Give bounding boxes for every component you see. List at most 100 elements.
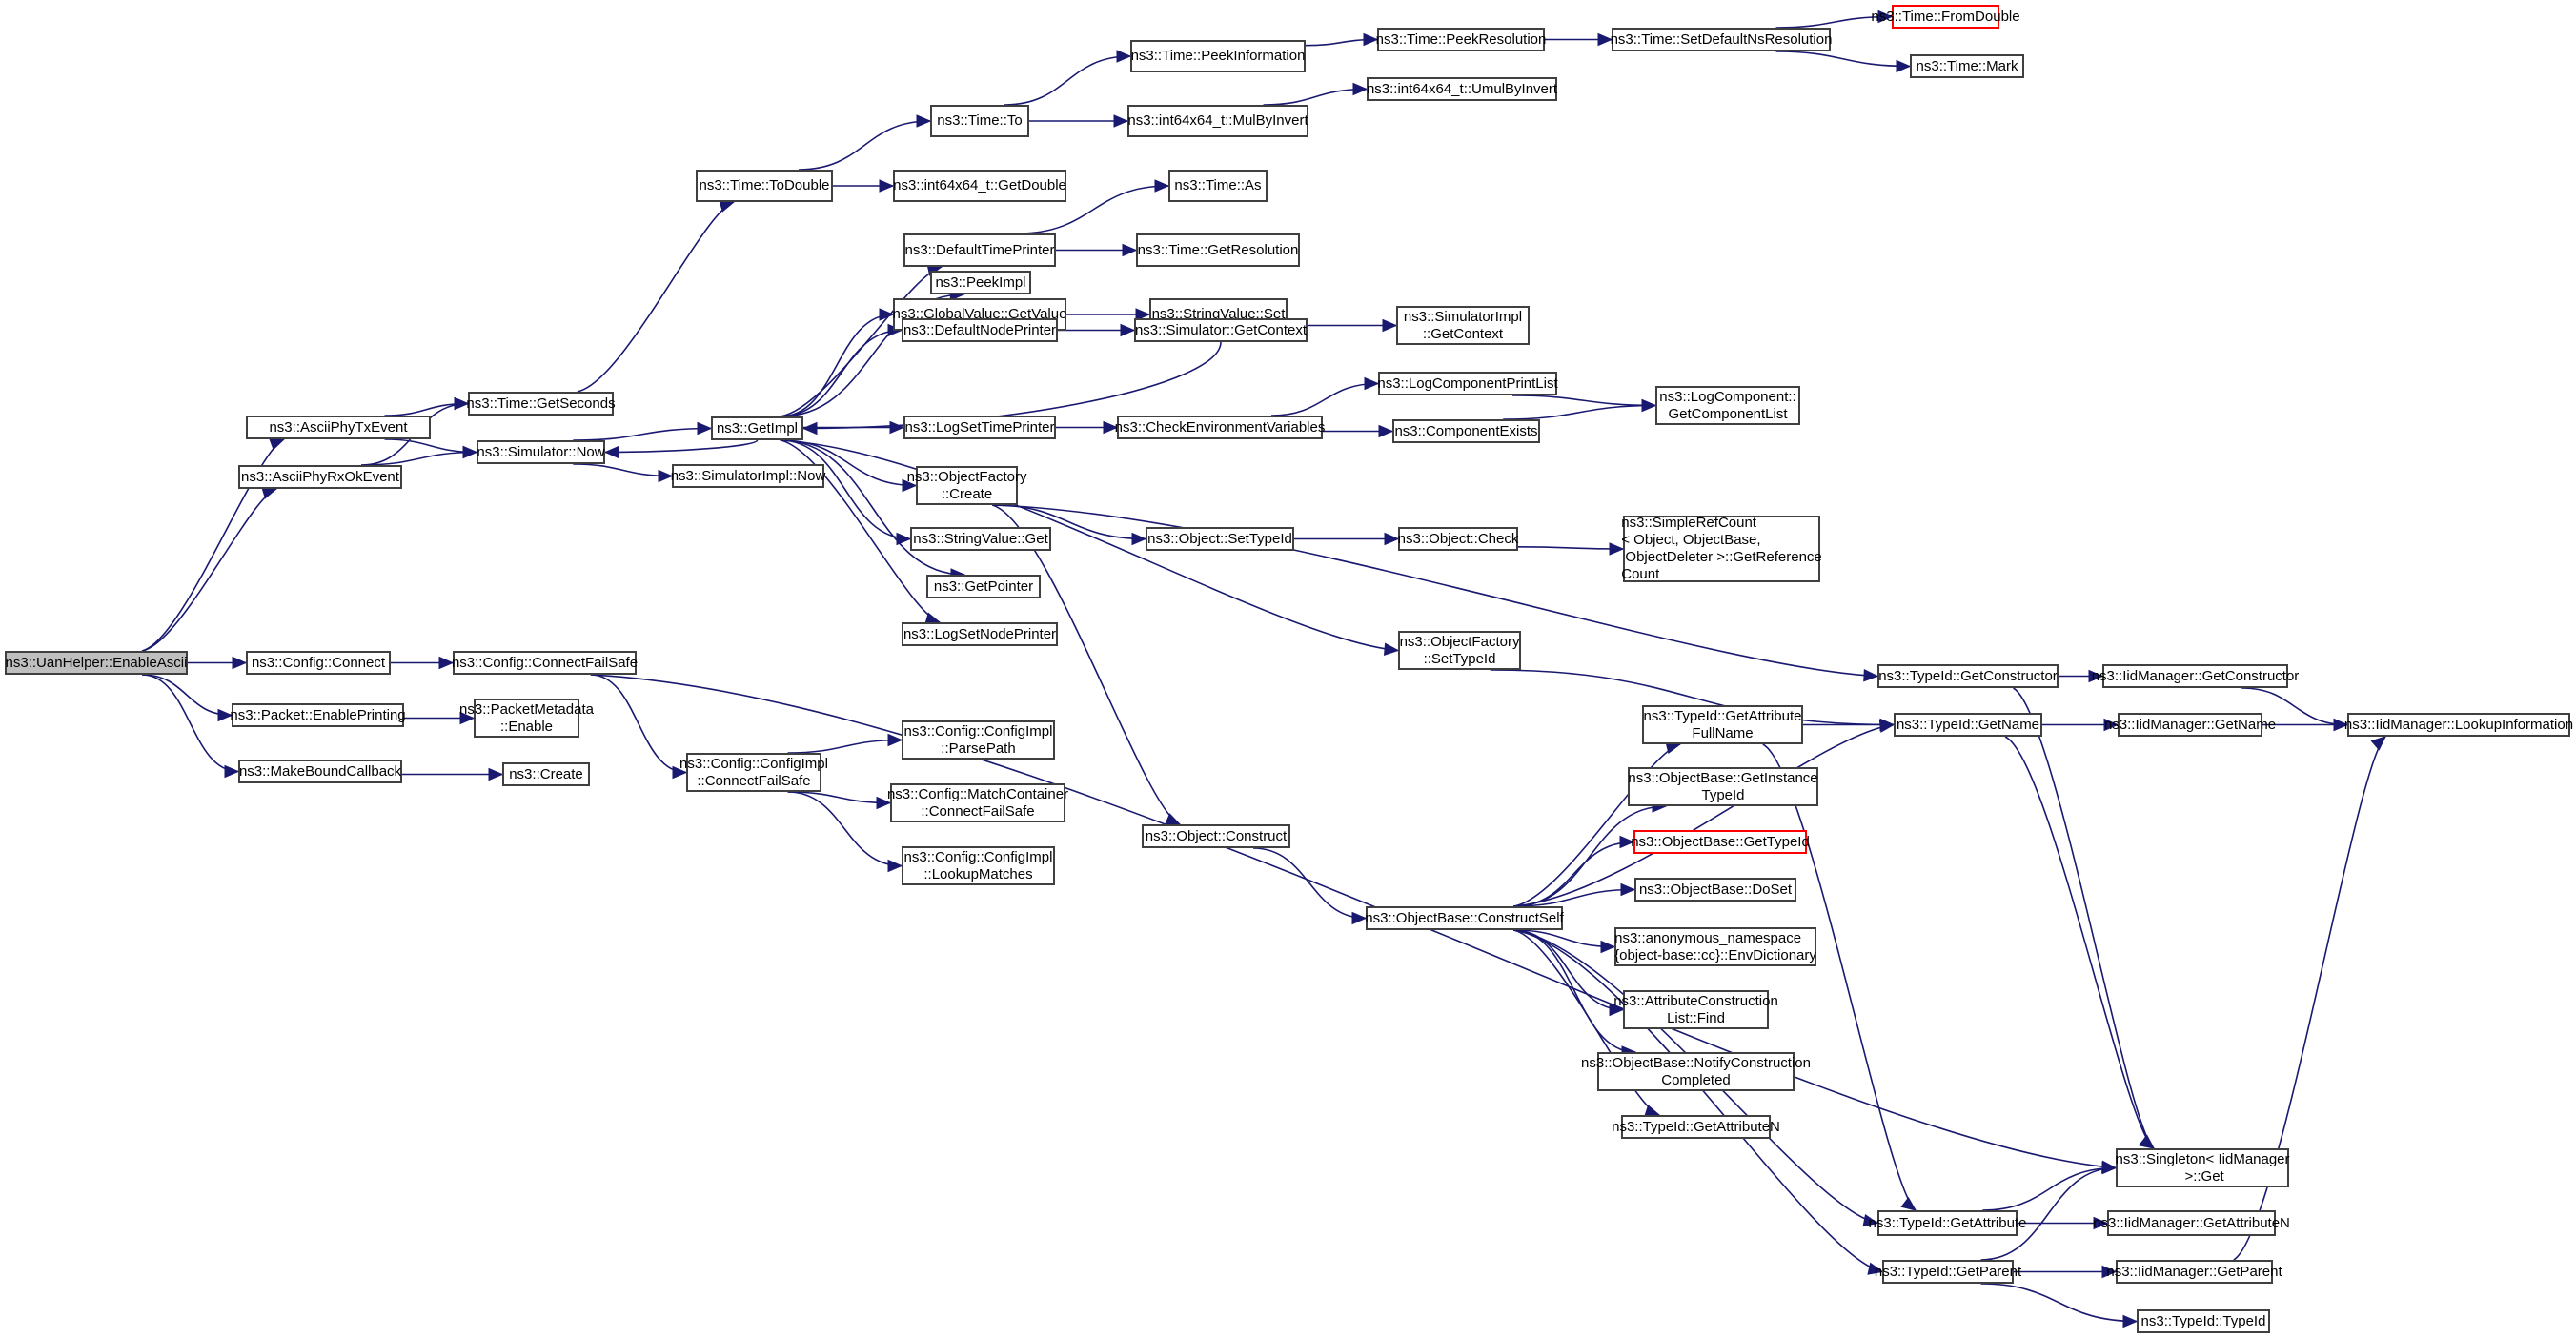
node-simulatorimpl-now[interactable]: ns3::SimulatorImpl::Now <box>671 464 825 488</box>
node-time-peekinformation[interactable]: ns3::Time::PeekInformation <box>1130 40 1306 72</box>
edge-getImpl-to-simNow <box>604 439 759 454</box>
node-makeboundcallback[interactable]: ns3::MakeBoundCallback <box>238 760 402 783</box>
node-objectbase-notifyconstructioncompleted[interactable]: ns3::ObjectBase::NotifyConstruction Comp… <box>1581 1052 1811 1091</box>
node-checkenvironmentvariables[interactable]: ns3::CheckEnvironmentVariables <box>1115 416 1325 439</box>
edge-getImpl-to-logSetTimePrinter-arrowhead <box>889 420 905 435</box>
edge-defNodePrinter-to-simGetContext-arrowhead <box>1120 323 1136 337</box>
node-int64x64-getdouble[interactable]: ns3::int64x64_t::GetDouble <box>893 170 1066 202</box>
edge-logCompPrintList-to-getComponentList <box>1511 395 1656 407</box>
edge-getSeconds-to-toDouble-arrowhead <box>719 199 736 213</box>
node-matchcontainer-connectfailsafe[interactable]: ns3::Config::MatchContainer ::ConnectFai… <box>887 783 1068 822</box>
node-stringvalue-get[interactable]: ns3::StringValue::Get <box>910 527 1051 551</box>
node-typeid-typeid[interactable]: ns3::TypeId::TypeId <box>2137 1309 2270 1333</box>
node-object-construct[interactable]: ns3::Object::Construct <box>1142 824 1290 848</box>
node-packetmetadata-enable[interactable]: ns3::PacketMetadata ::Enable <box>459 699 594 738</box>
edge-getImpl-to-ofCreate-arrowhead <box>902 478 918 493</box>
node-objectbase-getinstancetypeid[interactable]: ns3::ObjectBase::GetInstance TypeId <box>1628 767 1818 806</box>
edge-cfgImplConnectFS-to-mcConnectFS-arrowhead <box>876 796 892 810</box>
edge-simNow-to-simImplNow-arrowhead <box>658 469 674 483</box>
edge-iidGetName-to-iidLookup-arrowhead <box>2333 718 2349 732</box>
node-simulator-now[interactable]: ns3::Simulator::Now <box>477 440 605 464</box>
node-time-getresolution[interactable]: ns3::Time::GetResolution <box>1136 233 1300 267</box>
node-time-as[interactable]: ns3::Time::As <box>1168 170 1268 202</box>
node-attributeconstructionlist-find[interactable]: ns3::AttributeConstruction List::Find <box>1613 990 1778 1029</box>
node-peekimpl[interactable]: ns3::PeekImpl <box>930 271 1031 294</box>
node-iidmanager-getparent[interactable]: ns3::IidManager::GetParent <box>2106 1260 2282 1284</box>
edge-simNow-to-getImpl-arrowhead <box>697 421 713 436</box>
node-objectbase-constructself[interactable]: ns3::ObjectBase::ConstructSelf <box>1365 906 1564 930</box>
node-time-getseconds[interactable]: ns3::Time::GetSeconds <box>466 392 616 416</box>
node-object-check[interactable]: ns3::Object::Check <box>1398 527 1518 551</box>
node-typeid-getattributen[interactable]: ns3::TypeId::GetAttributeN <box>1612 1115 1780 1139</box>
edge-typeGetParent-to-typeIdCtor <box>1980 1283 2138 1323</box>
node-getpointer[interactable]: ns3::GetPointer <box>926 575 1041 598</box>
node-object-settypeid[interactable]: ns3::Object::SetTypeId <box>1146 527 1294 551</box>
node-singleton-iidmanager-get[interactable]: ns3::Singleton< IidManager >::Get <box>2115 1148 2290 1187</box>
edge-checkEnv-to-componentExists-arrowhead <box>1378 424 1394 438</box>
node-int64x64-mulbyinvert[interactable]: ns3::int64x64_t::MulByInvert <box>1127 105 1308 137</box>
node-configimpl-connectfailsafe[interactable]: ns3::Config::ConfigImpl ::ConnectFailSaf… <box>679 753 828 792</box>
node-getimpl[interactable]: ns3::GetImpl <box>711 416 803 440</box>
node-typeid-getname[interactable]: ns3::TypeId::GetName <box>1894 713 2042 737</box>
node-logcomponent-getcomponentlist[interactable]: ns3::LogComponent:: GetComponentList <box>1655 386 1800 425</box>
edge-setDefaultNs-to-fromDouble-arrowhead <box>1877 10 1894 24</box>
node-configimpl-lookupmatches[interactable]: ns3::Config::ConfigImpl ::LookupMatches <box>902 846 1055 885</box>
node-asciiphytxevent[interactable]: ns3::AsciiPhyTxEvent <box>246 416 431 439</box>
node-time-setdefaultnsresolution[interactable]: ns3::Time::SetDefaultNsResolution <box>1611 28 1832 51</box>
edge-constructSelf-to-doSet-arrowhead <box>1620 882 1636 897</box>
edge-root-to-asciiTx-arrowhead <box>269 437 286 451</box>
node-typeid-getparent[interactable]: ns3::TypeId::GetParent <box>1875 1260 2021 1284</box>
edge-componentExists-to-getComponentList <box>1503 404 1656 420</box>
node-int64x64-umulbyinvert[interactable]: ns3::int64x64_t::UmulByInvert <box>1367 77 1557 101</box>
node-config-connect[interactable]: ns3::Config::Connect <box>246 651 391 675</box>
edge-timeTo-to-peekInfo-arrowhead <box>1116 50 1132 63</box>
node-simplerefcount-getreferencecount[interactable]: ns3::SimpleRefCount < Object, ObjectBase… <box>1621 515 1822 582</box>
edge-defTimePrinter-to-getResolution-arrowhead <box>1122 243 1138 257</box>
node-typeid-getconstructor[interactable]: ns3::TypeId::GetConstructor <box>1877 664 2059 688</box>
edge-objConstruct-to-constructSelf-arrowhead <box>1351 911 1368 925</box>
node-packet-enableprinting[interactable]: ns3::Packet::EnablePrinting <box>230 703 406 727</box>
node-time-fromdouble[interactable]: ns3::Time::FromDouble <box>1871 5 2020 29</box>
edge-setDefaultNs-to-timeMark <box>1775 51 1911 68</box>
node-iidmanager-getconstructor[interactable]: ns3::IidManager::GetConstructor <box>2092 664 2299 688</box>
node-typeid-getattributefullname[interactable]: ns3::TypeId::GetAttribute FullName <box>1642 705 1803 744</box>
node-asciiphyrxokevent[interactable]: ns3::AsciiPhyRxOkEvent <box>238 465 402 489</box>
edge-getImpl-to-gvGetValue <box>780 314 894 417</box>
node-simulatorimpl-getcontext[interactable]: ns3::SimulatorImpl ::GetContext <box>1396 306 1530 345</box>
node-componentexists[interactable]: ns3::ComponentExists <box>1392 419 1540 443</box>
edge-typeGetParent-to-iidGetParent-arrowhead <box>2101 1265 2118 1279</box>
node-logcomponentprintlist[interactable]: ns3::LogComponentPrintList <box>1377 372 1558 395</box>
edge-constructSelf-to-getAttrFullName <box>1513 743 1681 907</box>
node-defaulttimeprinter[interactable]: ns3::DefaultTimePrinter <box>903 233 1056 267</box>
edge-root-to-enablePrinting-arrowhead <box>217 708 233 722</box>
node-objectfactory-settypeid[interactable]: ns3::ObjectFactory ::SetTypeId <box>1398 631 1521 670</box>
node-time-mark[interactable]: ns3::Time::Mark <box>1910 54 2024 78</box>
node-typeid-getattribute[interactable]: ns3::TypeId::GetAttribute <box>1869 1210 2026 1236</box>
node-objectfactory-create[interactable]: ns3::ObjectFactory ::Create <box>907 466 1026 505</box>
node-config-connectfailsafe[interactable]: ns3::Config::ConnectFailSafe <box>452 651 638 675</box>
node-configimpl-parsepath[interactable]: ns3::Config::ConfigImpl ::ParsePath <box>902 720 1055 760</box>
node-defaultnodeprinter[interactable]: ns3::DefaultNodePrinter <box>902 318 1058 342</box>
edge-checkEnv-to-logCompPrintList <box>1270 382 1379 416</box>
node-simulator-getcontext[interactable]: ns3::Simulator::GetContext <box>1134 318 1308 342</box>
node-logsettimeprinter[interactable]: ns3::LogSetTimePrinter <box>903 416 1056 439</box>
node-create[interactable]: ns3::Create <box>502 762 590 786</box>
node-time-todouble[interactable]: ns3::Time::ToDouble <box>696 170 833 202</box>
edge-asciiRx-to-simNow-arrowhead <box>462 445 478 459</box>
node-anonymous-namespace-envdictionary[interactable]: ns3::anonymous_namespace {object-base::c… <box>1614 927 1816 966</box>
edge-typeGetParent-to-typeIdCtor-arrowhead <box>2122 1314 2139 1328</box>
node-time-peekresolution[interactable]: ns3::Time::PeekResolution <box>1376 28 1546 51</box>
node-iidmanager-getname[interactable]: ns3::IidManager::GetName <box>2104 713 2276 737</box>
node-logsetnodeprinter[interactable]: ns3::LogSetNodePrinter <box>902 622 1058 646</box>
edge-getImpl-to-simNow-arrowhead <box>603 445 619 459</box>
node-objectbase-gettypeid[interactable]: ns3::ObjectBase::GetTypeId <box>1631 830 1810 854</box>
edge-simNow-to-getImpl <box>573 427 712 441</box>
edge-objCheck-to-simpleRefCount-arrowhead <box>1609 542 1625 556</box>
node-time-to[interactable]: ns3::Time::To <box>930 105 1029 137</box>
node-iidmanager-lookupinformation[interactable]: ns3::IidManager::LookupInformation <box>2344 713 2573 737</box>
edge-timeTo-to-peekInfo <box>1004 55 1131 106</box>
node-objectbase-doset[interactable]: ns3::ObjectBase::DoSet <box>1634 878 1796 902</box>
edge-root-to-asciiRx-arrowhead <box>261 486 278 499</box>
edge-cfgImplConnectFS-to-mcConnectFS <box>787 791 891 804</box>
node-iidmanager-getattributen[interactable]: ns3::IidManager::GetAttributeN <box>2093 1210 2290 1236</box>
